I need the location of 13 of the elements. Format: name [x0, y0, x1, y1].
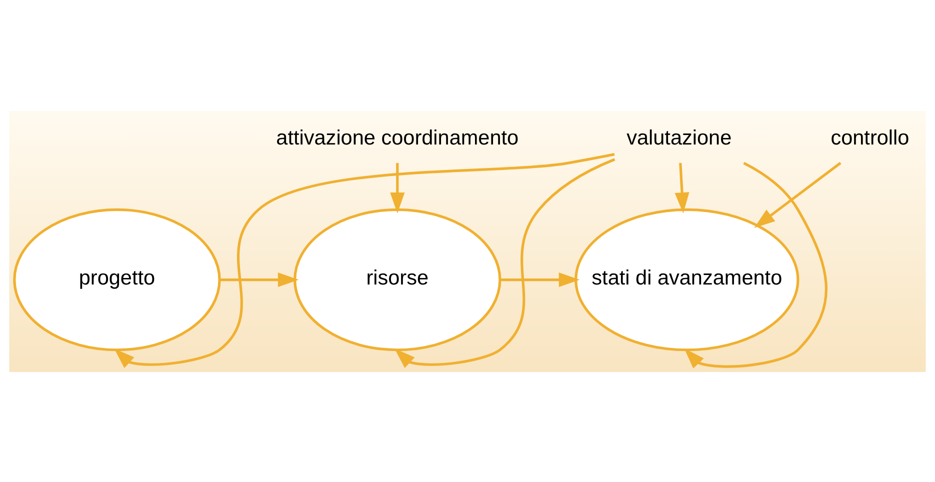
arrow: [674, 162, 690, 213]
arrow: [220, 272, 299, 287]
node-text: attivazione coordinamento: [276, 126, 519, 149]
node-ellipse: risorse: [294, 208, 502, 351]
arrow: [754, 161, 842, 228]
node-ellipse: progetto: [13, 208, 221, 351]
node-text: controllo: [830, 126, 910, 149]
arrow: [500, 272, 580, 287]
arrow: [684, 161, 828, 368]
arrow: [394, 158, 616, 368]
arrow: [114, 152, 615, 368]
arrow: [390, 162, 405, 213]
node-text: valutazione: [626, 126, 732, 149]
